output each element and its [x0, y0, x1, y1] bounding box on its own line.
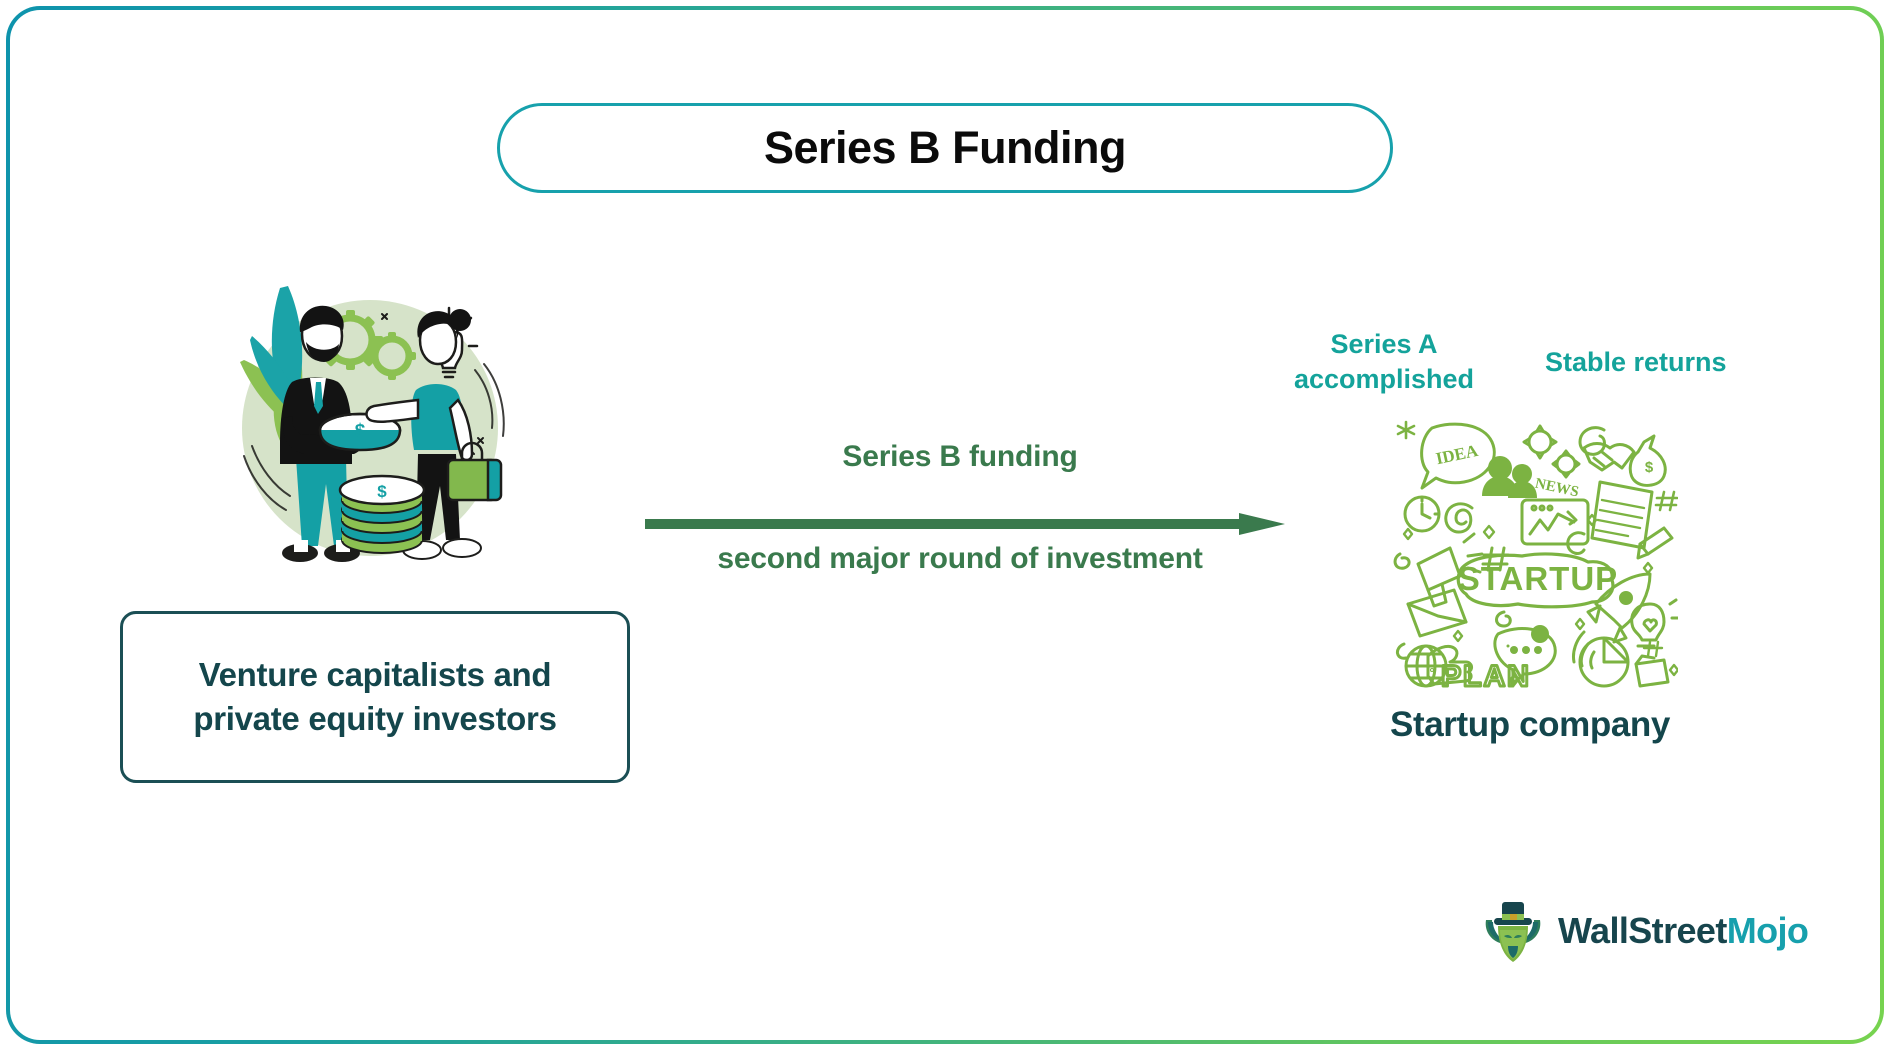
arrow-label-bottom: second major round of investment: [717, 542, 1203, 575]
svg-text:$: $: [355, 421, 366, 442]
wallstreetmojo-logo: WallStreetMojo: [1482, 895, 1812, 967]
page-title: Series B Funding: [763, 122, 1127, 173]
tag-series-a-line-1: Series A: [1330, 329, 1438, 359]
title-pill: Series B Funding: [497, 103, 1393, 193]
left-label-line-1: Venture capitalists and: [198, 656, 552, 694]
left-label-box: Venture capitalists and private equity i…: [120, 611, 630, 783]
brand-name-part-2: Mojo: [1726, 910, 1809, 951]
bull-with-top-hat-icon: [1482, 898, 1544, 964]
investors-illustration: $: [222, 278, 507, 590]
tag-series-a-accomplished: Series A accomplished: [1274, 327, 1494, 396]
funding-arrow-group: Series B funding second major round of i…: [640, 440, 1300, 575]
arrow-label-top: Series B funding: [842, 440, 1078, 473]
svg-text:IDEA: IDEA: [1434, 441, 1480, 469]
svg-text:$: $: [377, 482, 387, 501]
svg-text:STARTUP: STARTUP: [1458, 560, 1618, 597]
arrow-right-icon: [645, 513, 1285, 535]
tag-stable-returns: Stable returns: [1545, 347, 1727, 377]
startup-doodle-collage: IDEA: [1388, 408, 1680, 695]
left-label-line-2: private equity investors: [193, 700, 557, 737]
brand-name-text: WallStreetMojo: [1558, 910, 1809, 952]
brand-name-part-1: WallStreet: [1558, 910, 1727, 951]
svg-text:PLAN: PLAN: [1441, 660, 1531, 688]
tag-series-a-line-2: accomplished: [1293, 363, 1475, 394]
startup-company-caption: Startup company: [1390, 705, 1670, 744]
svg-text:NEWS: NEWS: [1534, 476, 1581, 501]
svg-text:$: $: [1645, 459, 1654, 476]
